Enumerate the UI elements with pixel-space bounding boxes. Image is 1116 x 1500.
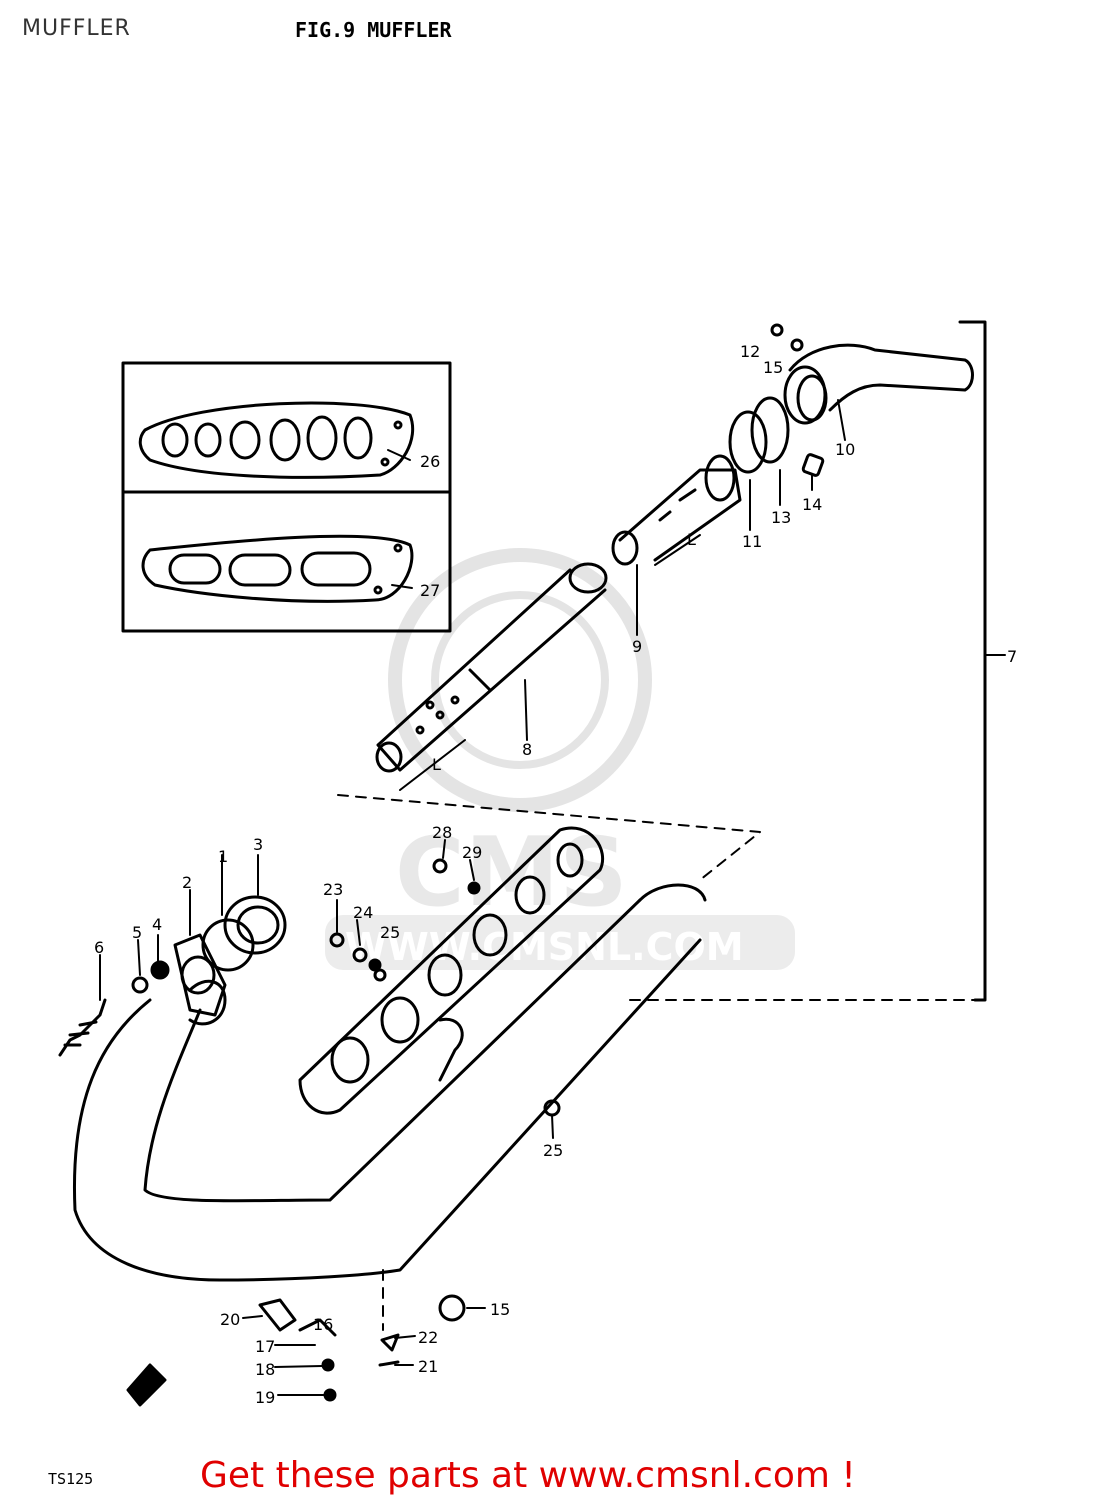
label-part-7: 7 <box>1007 647 1017 666</box>
label-part-17: 17 <box>255 1337 275 1356</box>
label-part-29: 29 <box>462 843 482 862</box>
seal-rings-drawing <box>728 396 825 477</box>
gasket-26-drawing <box>138 401 415 479</box>
label-part-6: 6 <box>94 938 104 957</box>
watermark-url-text: WWW.CMSNL.COM <box>345 925 744 969</box>
label-part-13: 13 <box>771 508 791 527</box>
exhaust-pipe-muffler-drawing <box>72 826 707 1282</box>
label-part-28: 28 <box>432 823 452 842</box>
label-part-23: 23 <box>323 880 343 899</box>
label-part-25a: 25 <box>380 923 400 942</box>
gasket-27-drawing <box>141 534 414 603</box>
label-part-5: 5 <box>132 923 142 942</box>
label-part-4: 4 <box>152 915 162 934</box>
watermark-logo-text: CMS <box>395 818 628 928</box>
label-part-25b: 25 <box>543 1141 563 1160</box>
label-part-15b: 15 <box>490 1300 510 1319</box>
figure-caption: FIG.9 MUFFLER <box>295 18 452 42</box>
label-part-14: 14 <box>802 495 822 514</box>
label-part-10: 10 <box>835 440 855 459</box>
label-part-12: 12 <box>740 342 760 361</box>
label-part-20: 20 <box>220 1310 240 1329</box>
gasket-inset-box <box>121 361 452 633</box>
part-number-labels: 1 2 3 4 5 6 7 8 9 10 11 12 13 14 15 15 1… <box>94 342 1017 1407</box>
label-part-8: 8 <box>522 740 532 759</box>
label-part-15a: 15 <box>763 358 783 377</box>
spring-bolt-4-5-6-drawing <box>58 960 170 1057</box>
label-part-3: 3 <box>253 835 263 854</box>
tail-pipe-10-drawing <box>770 323 974 425</box>
baffle-tube-8-drawing <box>375 562 608 773</box>
assembly-guide-lines <box>337 794 981 1331</box>
label-part-18: 18 <box>255 1360 275 1379</box>
label-part-9: 9 <box>632 637 642 656</box>
label-part-24: 24 <box>353 903 373 922</box>
flange-gasket-1-2-3-drawing <box>173 895 287 1017</box>
label-part-16: 16 <box>313 1315 333 1334</box>
page-title: MUFFLER <box>22 16 131 41</box>
label-part-2: 2 <box>182 873 192 892</box>
leader-lines <box>99 399 846 1396</box>
label-part-26: 26 <box>420 452 440 471</box>
label-part-11: 11 <box>742 532 762 551</box>
label-part-19: 19 <box>255 1388 275 1407</box>
label-part-21: 21 <box>418 1357 438 1376</box>
footer-link[interactable]: Get these parts at www.cmsnl.com ! <box>200 1455 856 1496</box>
label-length-a: L <box>687 530 696 549</box>
label-part-27: 27 <box>420 581 440 600</box>
label-part-1: 1 <box>218 847 228 866</box>
label-part-22: 22 <box>418 1328 438 1347</box>
baffle-pipe-9-drawing <box>611 454 742 566</box>
label-length-b: L <box>432 755 441 774</box>
model-code: TS125 <box>48 1470 94 1488</box>
assembly-bracket-7 <box>958 320 987 1002</box>
